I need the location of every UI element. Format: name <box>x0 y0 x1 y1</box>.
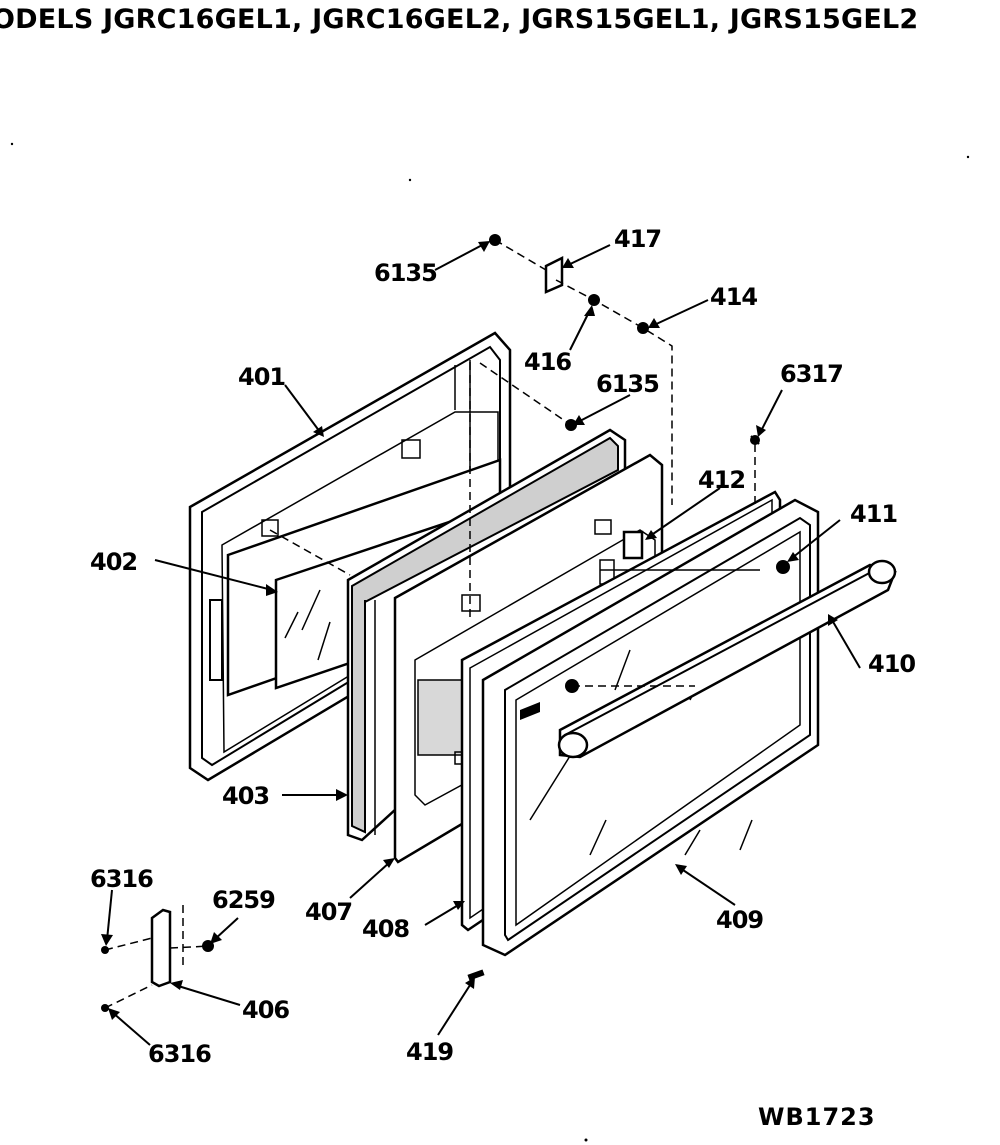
label-419: 419 <box>406 1038 453 1066</box>
label-6316-top: 6316 <box>90 865 153 893</box>
label-407: 407 <box>305 898 352 926</box>
label-403: 403 <box>222 782 269 810</box>
label-6317: 6317 <box>780 360 843 388</box>
label-417: 417 <box>614 225 661 253</box>
label-6135-top: 6135 <box>374 259 437 287</box>
label-410: 410 <box>868 650 915 678</box>
page-title: ODELS JGRC16GEL1, JGRC16GEL2, JGRS15GEL1… <box>0 4 919 35</box>
label-408: 408 <box>362 915 409 943</box>
label-6135-mid: 6135 <box>596 370 659 398</box>
top-hardware <box>269 234 760 687</box>
diagram-code: WB1723 <box>758 1103 876 1131</box>
label-401: 401 <box>238 363 285 391</box>
part-412-bracket <box>622 530 644 560</box>
label-409: 409 <box>716 906 763 934</box>
leader-lines <box>101 241 861 1046</box>
part-406-hinge <box>101 905 485 1012</box>
label-406: 406 <box>242 996 289 1024</box>
label-402: 402 <box>90 548 137 576</box>
label-6259: 6259 <box>212 886 275 914</box>
label-411: 411 <box>850 500 897 528</box>
label-416: 416 <box>524 348 571 376</box>
part-labels: 6135 417 414 416 6135 6317 401 412 411 4… <box>90 225 916 1131</box>
label-412: 412 <box>698 466 745 494</box>
scan-specks <box>10 142 970 1142</box>
label-414: 414 <box>710 283 757 311</box>
part-410-handle <box>557 559 897 759</box>
part-409-outer-door <box>481 498 820 957</box>
label-6316-bottom: 6316 <box>148 1040 211 1068</box>
